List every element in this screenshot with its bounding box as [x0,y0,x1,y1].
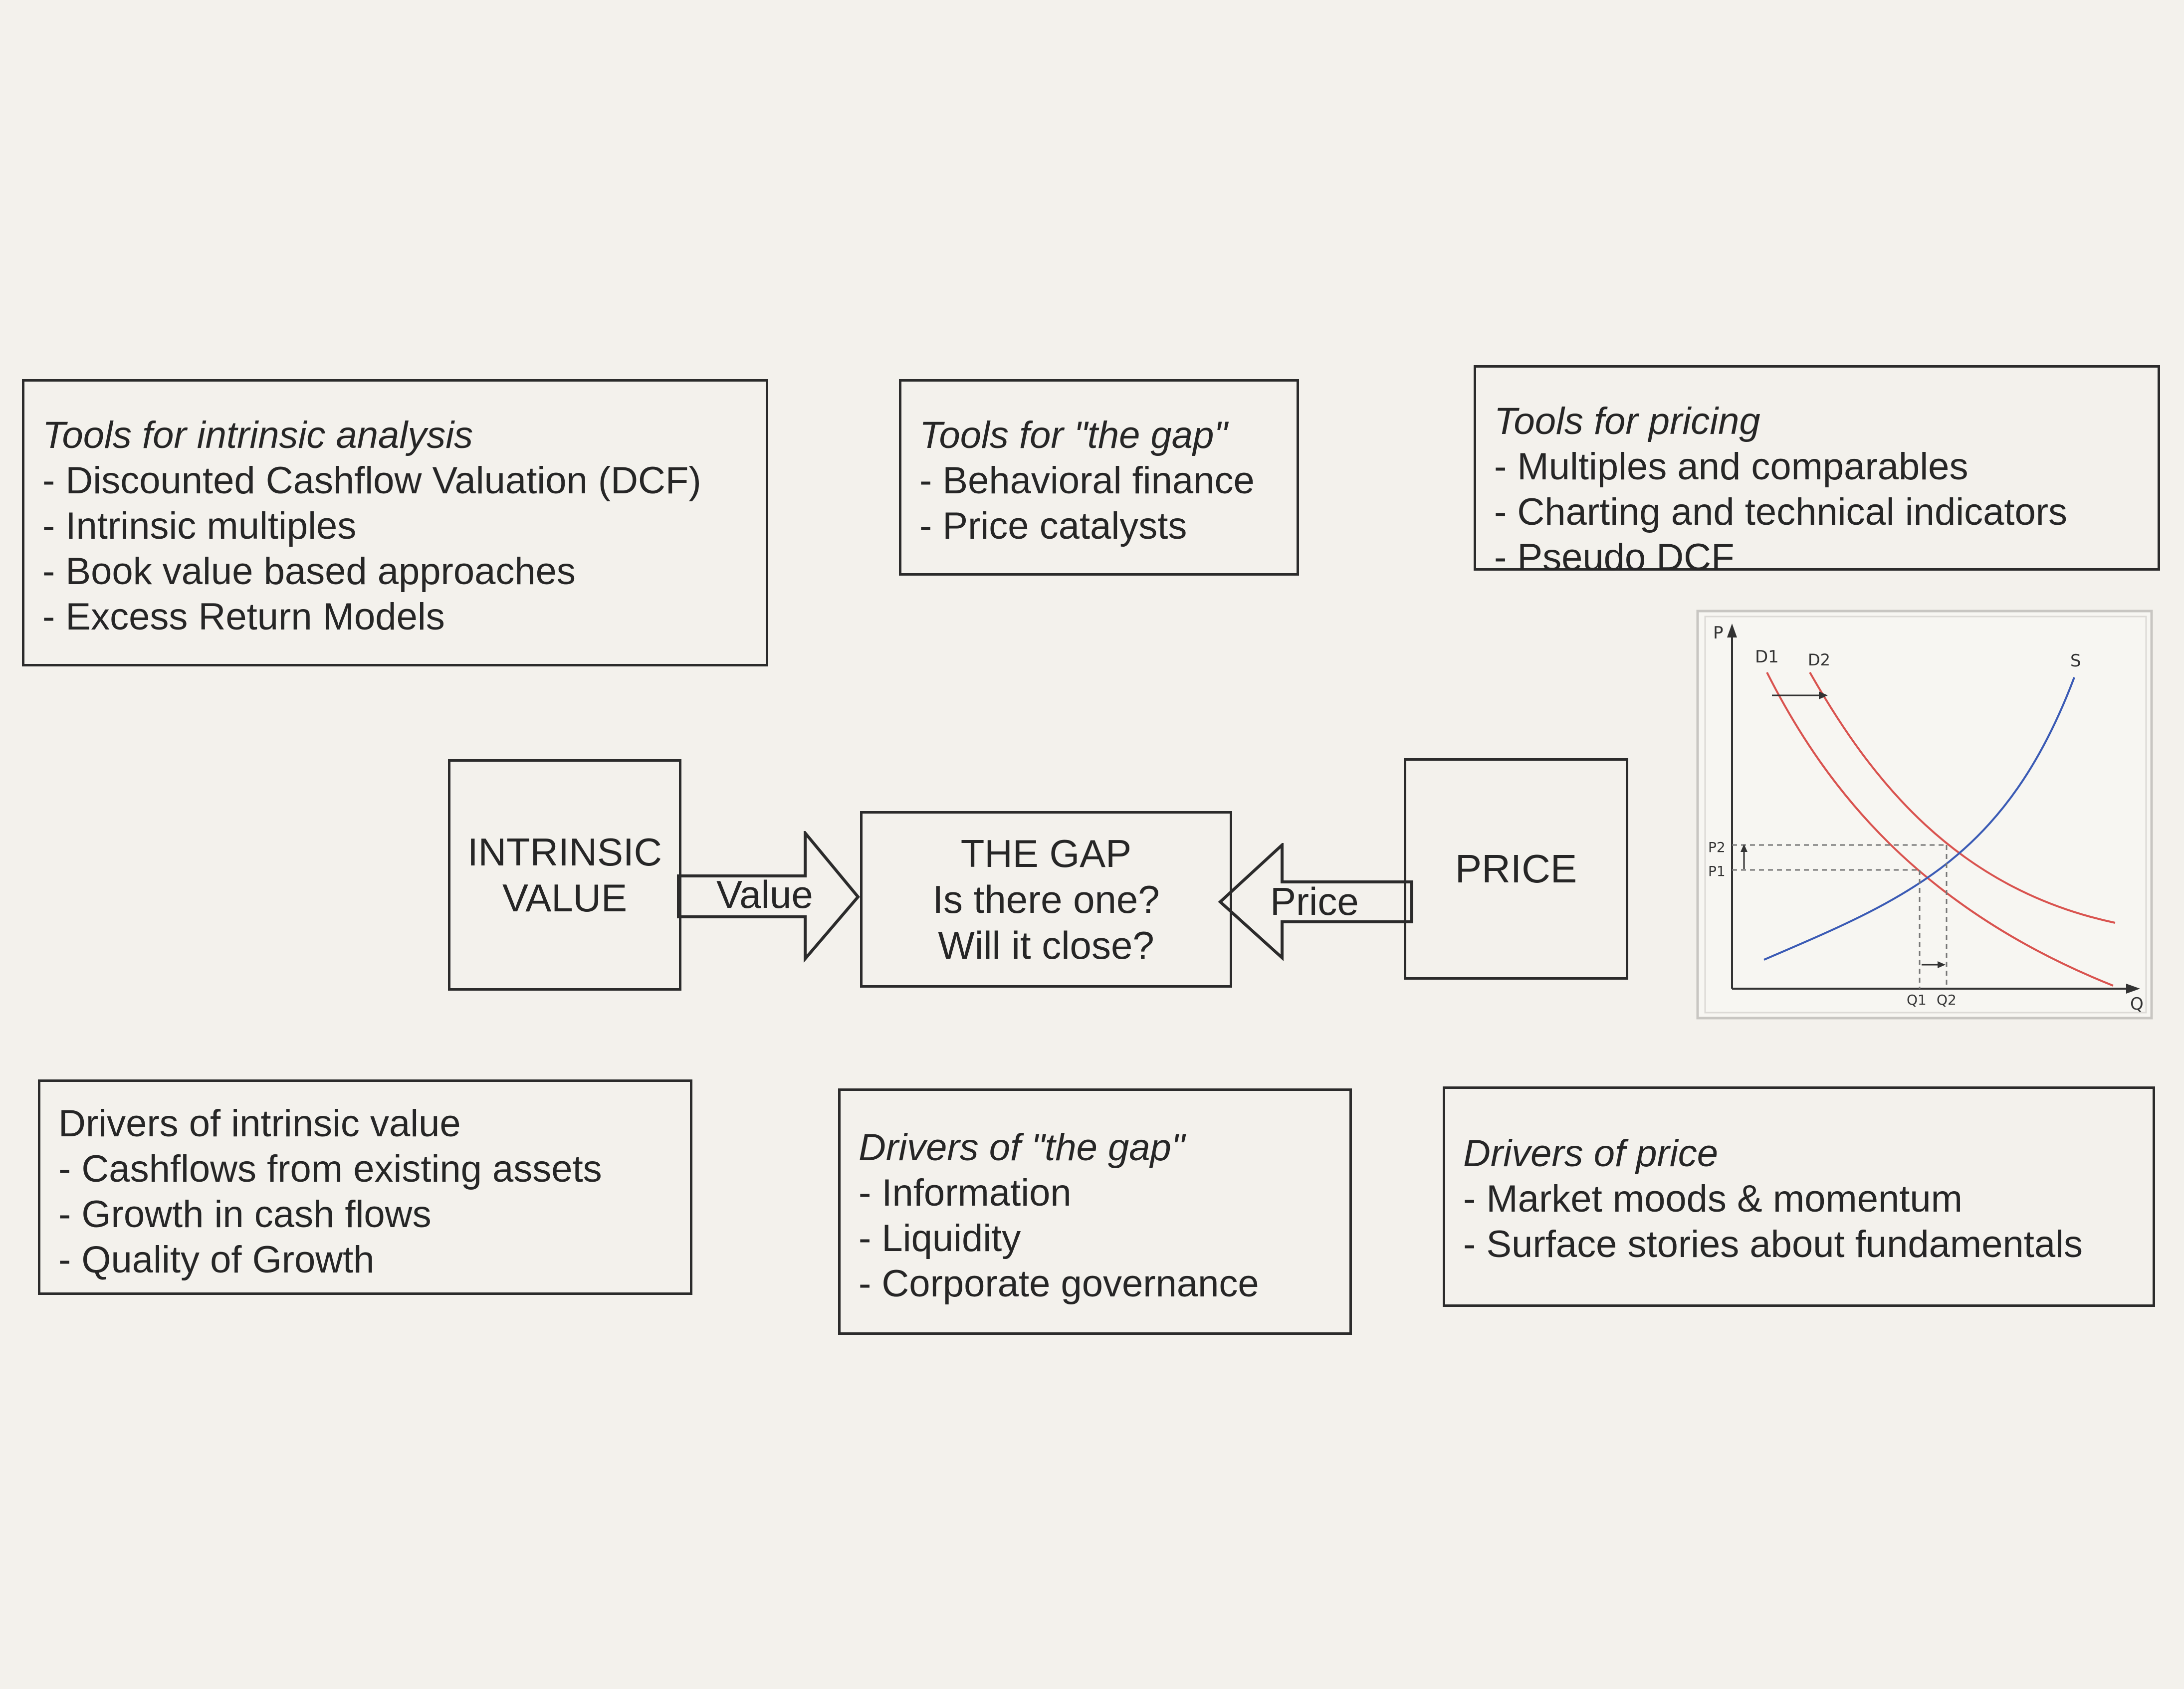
intrinsic-value-line1: INTRINSIC [467,830,662,874]
intrinsic-tools-item: - Intrinsic multiples [42,505,357,547]
chart-y-axis-label: P [1713,623,1724,643]
gap-drivers-item: - Information [859,1172,1072,1214]
quantity-shift-arrowhead [1938,961,1946,968]
q1-label: Q1 [1907,992,1927,1008]
p2-label: P2 [1708,839,1726,855]
p1-label: P1 [1708,863,1726,879]
demand-curve-d1 [1766,672,2114,987]
gap-box: THE GAP Is there one? Will it close? [860,811,1232,988]
value-arrow [677,831,860,963]
chart-frame [1696,610,2153,1020]
intrinsic-drivers-title: Drivers of intrinsic value [58,1102,461,1145]
intrinsic-tools-item: - Excess Return Models [42,596,445,638]
intrinsic-value-box: INTRINSIC VALUE [448,759,681,991]
price-arrow-label: Price [1270,879,1359,923]
gap-drivers-title: Drivers of "the gap" [859,1126,1185,1169]
chart-y-axis-arrow [1727,624,1737,637]
pricing-tools-item: - Multiples and comparables [1494,445,1968,488]
price-drivers-box: Drivers of price - Market moods & moment… [1443,1086,2155,1307]
pricing-tools-item: - Pseudo DCF [1494,536,1735,579]
chart-x-axis-arrow [2126,984,2140,994]
pricing-tools-box: Tools for pricing - Multiples and compar… [1474,365,2160,579]
chart-x-axis-label: Q [2130,994,2144,1014]
price-drivers-title: Drivers of price [1463,1132,1718,1175]
intrinsic-value-line2: VALUE [502,876,627,920]
price-box: PRICE [1404,758,1628,980]
gap-tools-item: - Behavioral finance [919,459,1255,502]
gap-drivers-box: Drivers of "the gap" - Information - Liq… [838,1088,1352,1335]
q2-label: Q2 [1937,992,1957,1008]
price-drivers-item: - Surface stories about fundamentals [1463,1223,2083,1266]
d2-label: D2 [1808,650,1830,669]
price-arrow [1218,843,1413,961]
s-label: S [2070,651,2081,671]
pricing-tools-item: - Charting and technical indicators [1494,491,2068,533]
supply-demand-chart: P Q D1 D2 S P2 P1 Q1 Q2 [1696,610,2153,1020]
gap-tools-box: Tools for "the gap" - Behavioral finance… [899,379,1299,576]
gap-tools-item: - Price catalysts [919,505,1187,547]
chart-inner-frame [1704,616,2147,1014]
gap-drivers-item: - Corporate governance [859,1263,1259,1305]
d1-label: D1 [1755,647,1779,667]
gap-question-2: Will it close? [938,923,1154,967]
gap-tools-title: Tools for "the gap" [919,414,1228,456]
gap-question-1: Is there one? [932,877,1160,921]
intrinsic-tools-box: Tools for intrinsic analysis - Discounte… [22,379,768,666]
intrinsic-tools-item: - Book value based approaches [42,550,576,593]
demand-curve-d2 [1809,672,2116,924]
intrinsic-drivers-item: - Cashflows from existing assets [58,1148,602,1190]
intrinsic-drivers-item: - Growth in cash flows [58,1193,432,1236]
value-arrow-label: Value [716,872,813,916]
gap-drivers-item: - Liquidity [859,1217,1021,1260]
intrinsic-tools-title: Tools for intrinsic analysis [42,414,473,456]
intrinsic-tools-item: - Discounted Cashflow Valuation (DCF) [42,459,701,502]
pricing-tools-title: Tools for pricing [1494,400,1760,442]
price-label: PRICE [1455,846,1577,891]
price-drivers-item: - Market moods & momentum [1463,1178,1963,1220]
gap-title: THE GAP [960,832,1132,875]
intrinsic-drivers-box: Drivers of intrinsic value - Cashflows f… [38,1079,692,1295]
intrinsic-drivers-item: - Quality of Growth [58,1239,375,1281]
demand-shift-arrowhead [1819,691,1828,699]
price-shift-arrowhead [1741,844,1747,852]
